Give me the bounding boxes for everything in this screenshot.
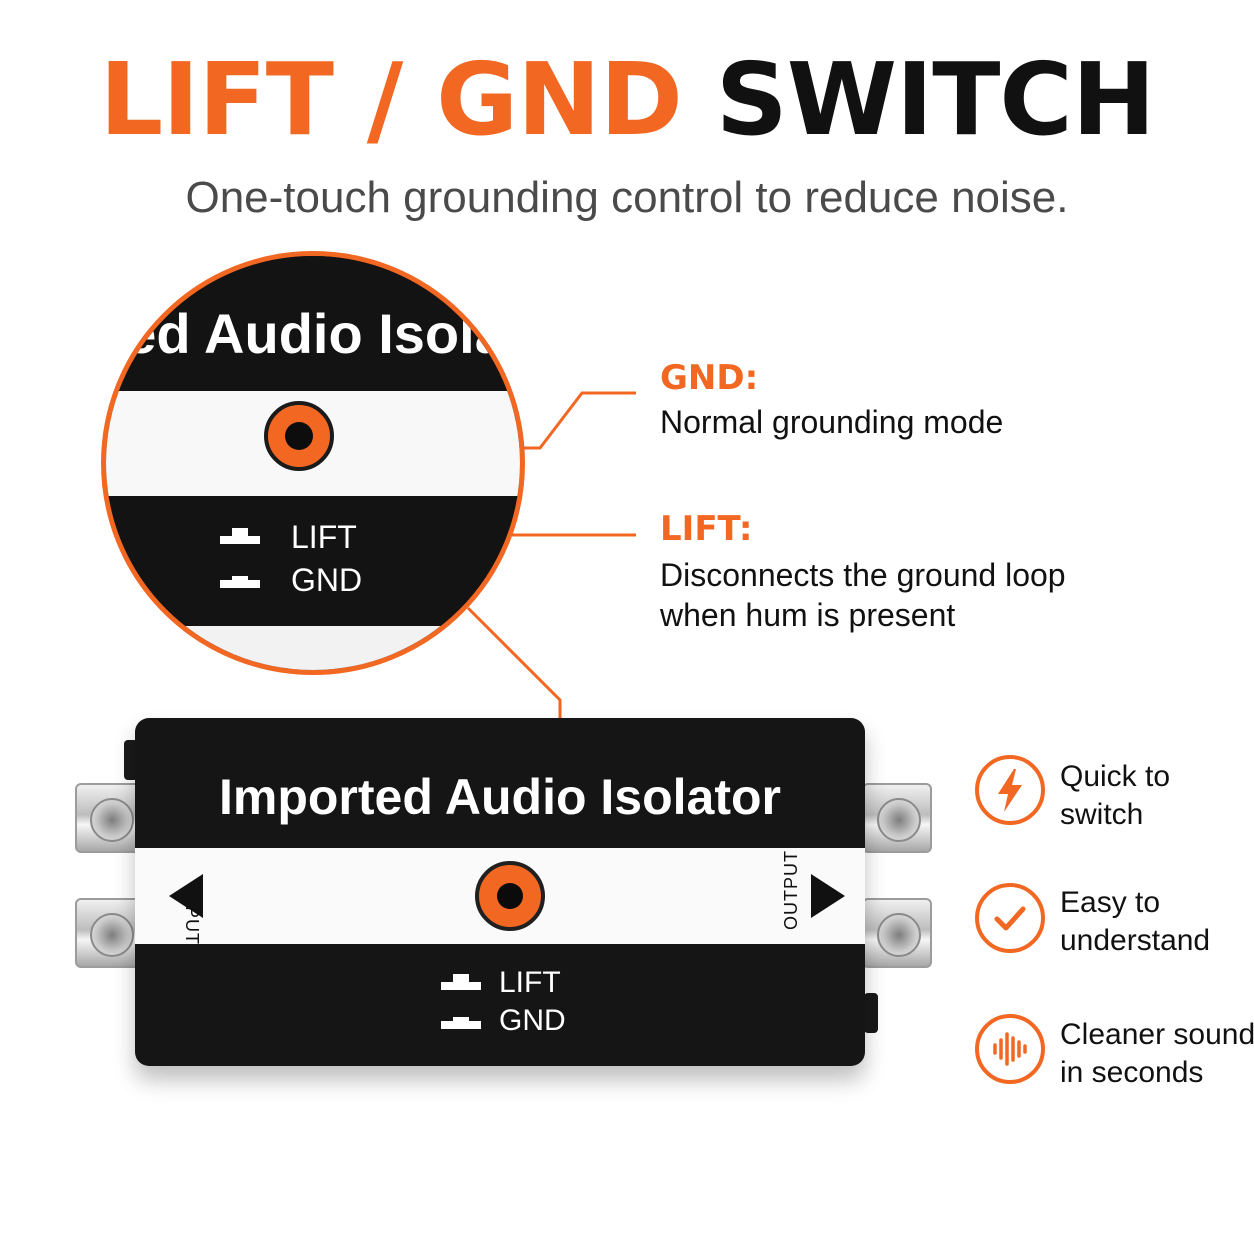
device-side-screw-right [864, 993, 878, 1033]
gnd-callout-title: GND: [660, 358, 759, 398]
lift-gnd-switch-button [475, 861, 545, 931]
feature-quick-switch: Quick to switch [1060, 758, 1170, 834]
audio-isolator-device: Imported Audio Isolator INPUT OUTPUT LIF… [135, 718, 865, 1066]
feature-cleaner-line2: in seconds [1060, 1056, 1204, 1089]
zoom-lift-label: LIFT [291, 519, 357, 555]
lift-callout-title: LIFT: [660, 509, 753, 549]
feature-quick-line1: Quick to [1060, 760, 1171, 793]
rca-jack-output-bottom [862, 898, 932, 968]
output-arrow-icon [811, 874, 845, 918]
zoom-bottom-band [106, 496, 520, 626]
feature-quick-line2: switch [1060, 798, 1144, 831]
feature-easy-understand: Easy to understand [1060, 884, 1210, 960]
device-title: Imported Audio Isolator [218, 769, 782, 825]
headline-part-switch: SWITCH [715, 41, 1156, 158]
zoom-lift-icon [220, 528, 260, 546]
zoom-gnd-label: GND [291, 562, 363, 598]
zoom-device-label: Imported Audio Isolator [106, 302, 525, 365]
zoom-top-band [106, 256, 520, 391]
gnd-callout-desc: Normal grounding mode [660, 404, 1004, 440]
feature-cleaner-sound: Cleaner sound in seconds [1060, 1016, 1254, 1092]
zoom-floor [106, 626, 520, 670]
input-arrow-icon [169, 874, 203, 918]
headline: LIFT / GND SWITCH [0, 40, 1254, 160]
lightning-icon [975, 755, 1045, 825]
input-label: INPUT [182, 886, 202, 945]
lift-callout-desc-line2: when hum is present [660, 597, 956, 633]
checkmark-icon [975, 883, 1045, 953]
output-label: OUTPUT [781, 850, 801, 930]
zoom-gnd-icon [220, 572, 260, 590]
device-side-screw-left [124, 740, 138, 780]
feature-cleaner-line1: Cleaner sound [1060, 1018, 1254, 1051]
zoom-switch-button [264, 401, 334, 471]
device-gnd-icon [441, 1013, 481, 1031]
device-gnd-label: GND [499, 1004, 566, 1037]
device-lift-icon [441, 974, 481, 992]
sound-wave-icon [975, 1014, 1045, 1084]
device-lift-label: LIFT [499, 966, 561, 999]
headline-part-lift-gnd: LIFT / GND [99, 41, 682, 158]
feature-easy-line1: Easy to [1060, 886, 1161, 919]
subtitle: One-touch grounding control to reduce no… [185, 173, 1069, 222]
rca-jack-output-top [862, 783, 932, 853]
lift-callout-desc-line1: Disconnects the ground loop [660, 557, 1066, 593]
zoom-magnifier: Imported Audio Isolator LIFT GND [101, 251, 525, 675]
feature-easy-line2: understand [1060, 924, 1211, 957]
